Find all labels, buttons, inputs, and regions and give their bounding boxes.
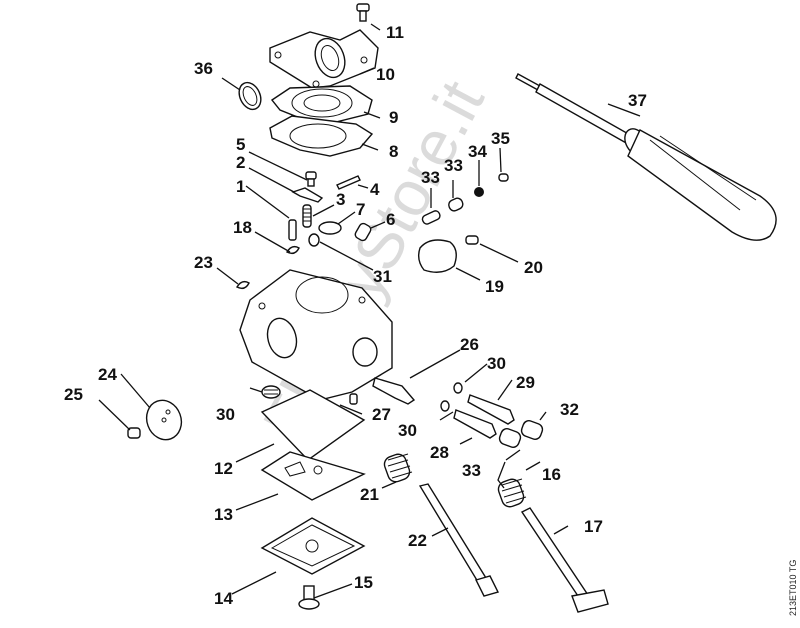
label-part-2: 2 bbox=[236, 153, 245, 172]
part-22-shaft bbox=[418, 483, 500, 597]
label-part-21: 21 bbox=[360, 485, 379, 504]
part-16-spring bbox=[497, 478, 527, 508]
part-32-screen bbox=[308, 233, 320, 247]
part-26-jet bbox=[372, 377, 416, 405]
part-1-needle bbox=[288, 219, 297, 241]
part-7-disc bbox=[318, 221, 342, 235]
label-part-4: 4 bbox=[370, 180, 380, 199]
part-25-screw bbox=[127, 427, 141, 439]
label-part-19: 19 bbox=[485, 277, 504, 296]
part-10-cover bbox=[269, 29, 379, 89]
part-23-clip bbox=[235, 280, 250, 290]
label-part-12: 12 bbox=[214, 459, 233, 478]
part-15-screw bbox=[298, 585, 320, 610]
label-part-25: 25 bbox=[64, 385, 83, 404]
part-18-clip bbox=[285, 245, 300, 255]
label-part-13: 13 bbox=[214, 505, 233, 524]
label-part-35: 33 bbox=[444, 156, 463, 175]
label-part-31: 30 bbox=[216, 405, 235, 424]
label-part-28: 28 bbox=[430, 443, 449, 462]
part-19-diaphragm bbox=[417, 239, 457, 273]
label-part-24: 24 bbox=[98, 365, 117, 384]
part-33b-sleeve bbox=[498, 428, 522, 448]
label-part-26: 26 bbox=[460, 335, 479, 354]
part-2-lever bbox=[291, 187, 324, 203]
part-31-screen bbox=[261, 385, 281, 399]
label-part-20: 20 bbox=[524, 258, 543, 277]
label-part-27: 27 bbox=[372, 405, 391, 424]
part-33a-sleeve bbox=[520, 420, 544, 440]
part-21-spring bbox=[383, 453, 413, 483]
label-part-38: 36 bbox=[194, 59, 213, 78]
label-part-18: 18 bbox=[233, 218, 252, 237]
label-part-33b: 33 bbox=[462, 461, 481, 480]
leader-lines bbox=[98, 23, 641, 599]
label-part-15: 15 bbox=[354, 573, 373, 592]
label-part-6: 6 bbox=[386, 210, 395, 229]
label-part-33a: 32 bbox=[560, 400, 579, 419]
label-part-11: 11 bbox=[386, 23, 404, 42]
label-part-32: 31 bbox=[373, 267, 392, 286]
part-14-cover bbox=[260, 517, 366, 575]
part-38-o-ring bbox=[238, 81, 262, 111]
part-11-screw bbox=[356, 3, 370, 22]
part-5-screw bbox=[305, 171, 317, 187]
label-part-23: 23 bbox=[194, 253, 213, 272]
part-27-plug bbox=[349, 393, 358, 405]
label-part-16: 16 bbox=[542, 465, 561, 484]
reference-code: 213ET010 TG bbox=[788, 560, 798, 616]
label-part-3: 3 bbox=[336, 190, 345, 209]
part-13-plate bbox=[260, 451, 366, 501]
part-30b-o-ring bbox=[440, 400, 450, 412]
label-part-9: 9 bbox=[389, 108, 398, 127]
label-part-10: 10 bbox=[376, 65, 395, 84]
label-part-30a: 30 bbox=[487, 354, 506, 373]
part-24-cover bbox=[145, 399, 183, 441]
part-6-plug bbox=[354, 222, 372, 242]
part-3-spring bbox=[302, 204, 312, 228]
part-39-screwdriver bbox=[515, 73, 777, 241]
part-37-sleeve bbox=[498, 173, 509, 182]
part-34-spring bbox=[421, 210, 441, 225]
part-12-gasket bbox=[260, 389, 366, 461]
part-30a-o-ring bbox=[453, 382, 463, 394]
label-part-5: 5 bbox=[236, 135, 245, 154]
part-29-needle bbox=[467, 394, 515, 425]
carburetor-body bbox=[239, 269, 393, 401]
label-part-34: 33 bbox=[421, 168, 440, 187]
label-part-8: 8 bbox=[389, 142, 398, 161]
part-36-ball bbox=[474, 187, 484, 197]
part-4-pin bbox=[336, 175, 361, 190]
label-part-30b: 30 bbox=[398, 421, 417, 440]
label-part-17: 17 bbox=[584, 517, 603, 536]
label-part-14: 14 bbox=[214, 589, 233, 608]
part-8-gasket bbox=[269, 115, 374, 157]
label-part-36: 34 bbox=[468, 142, 487, 161]
label-part-39: 37 bbox=[628, 91, 647, 110]
label-part-1: 1 bbox=[236, 177, 245, 196]
label-part-29: 29 bbox=[516, 373, 535, 392]
label-part-7: 7 bbox=[356, 200, 365, 219]
part-20-valve bbox=[465, 235, 479, 245]
part-35-piston bbox=[448, 197, 464, 212]
part-17-shaft bbox=[520, 507, 609, 613]
label-part-22: 22 bbox=[408, 531, 427, 550]
part-28-needle bbox=[453, 409, 497, 439]
label-part-37: 35 bbox=[491, 129, 510, 148]
